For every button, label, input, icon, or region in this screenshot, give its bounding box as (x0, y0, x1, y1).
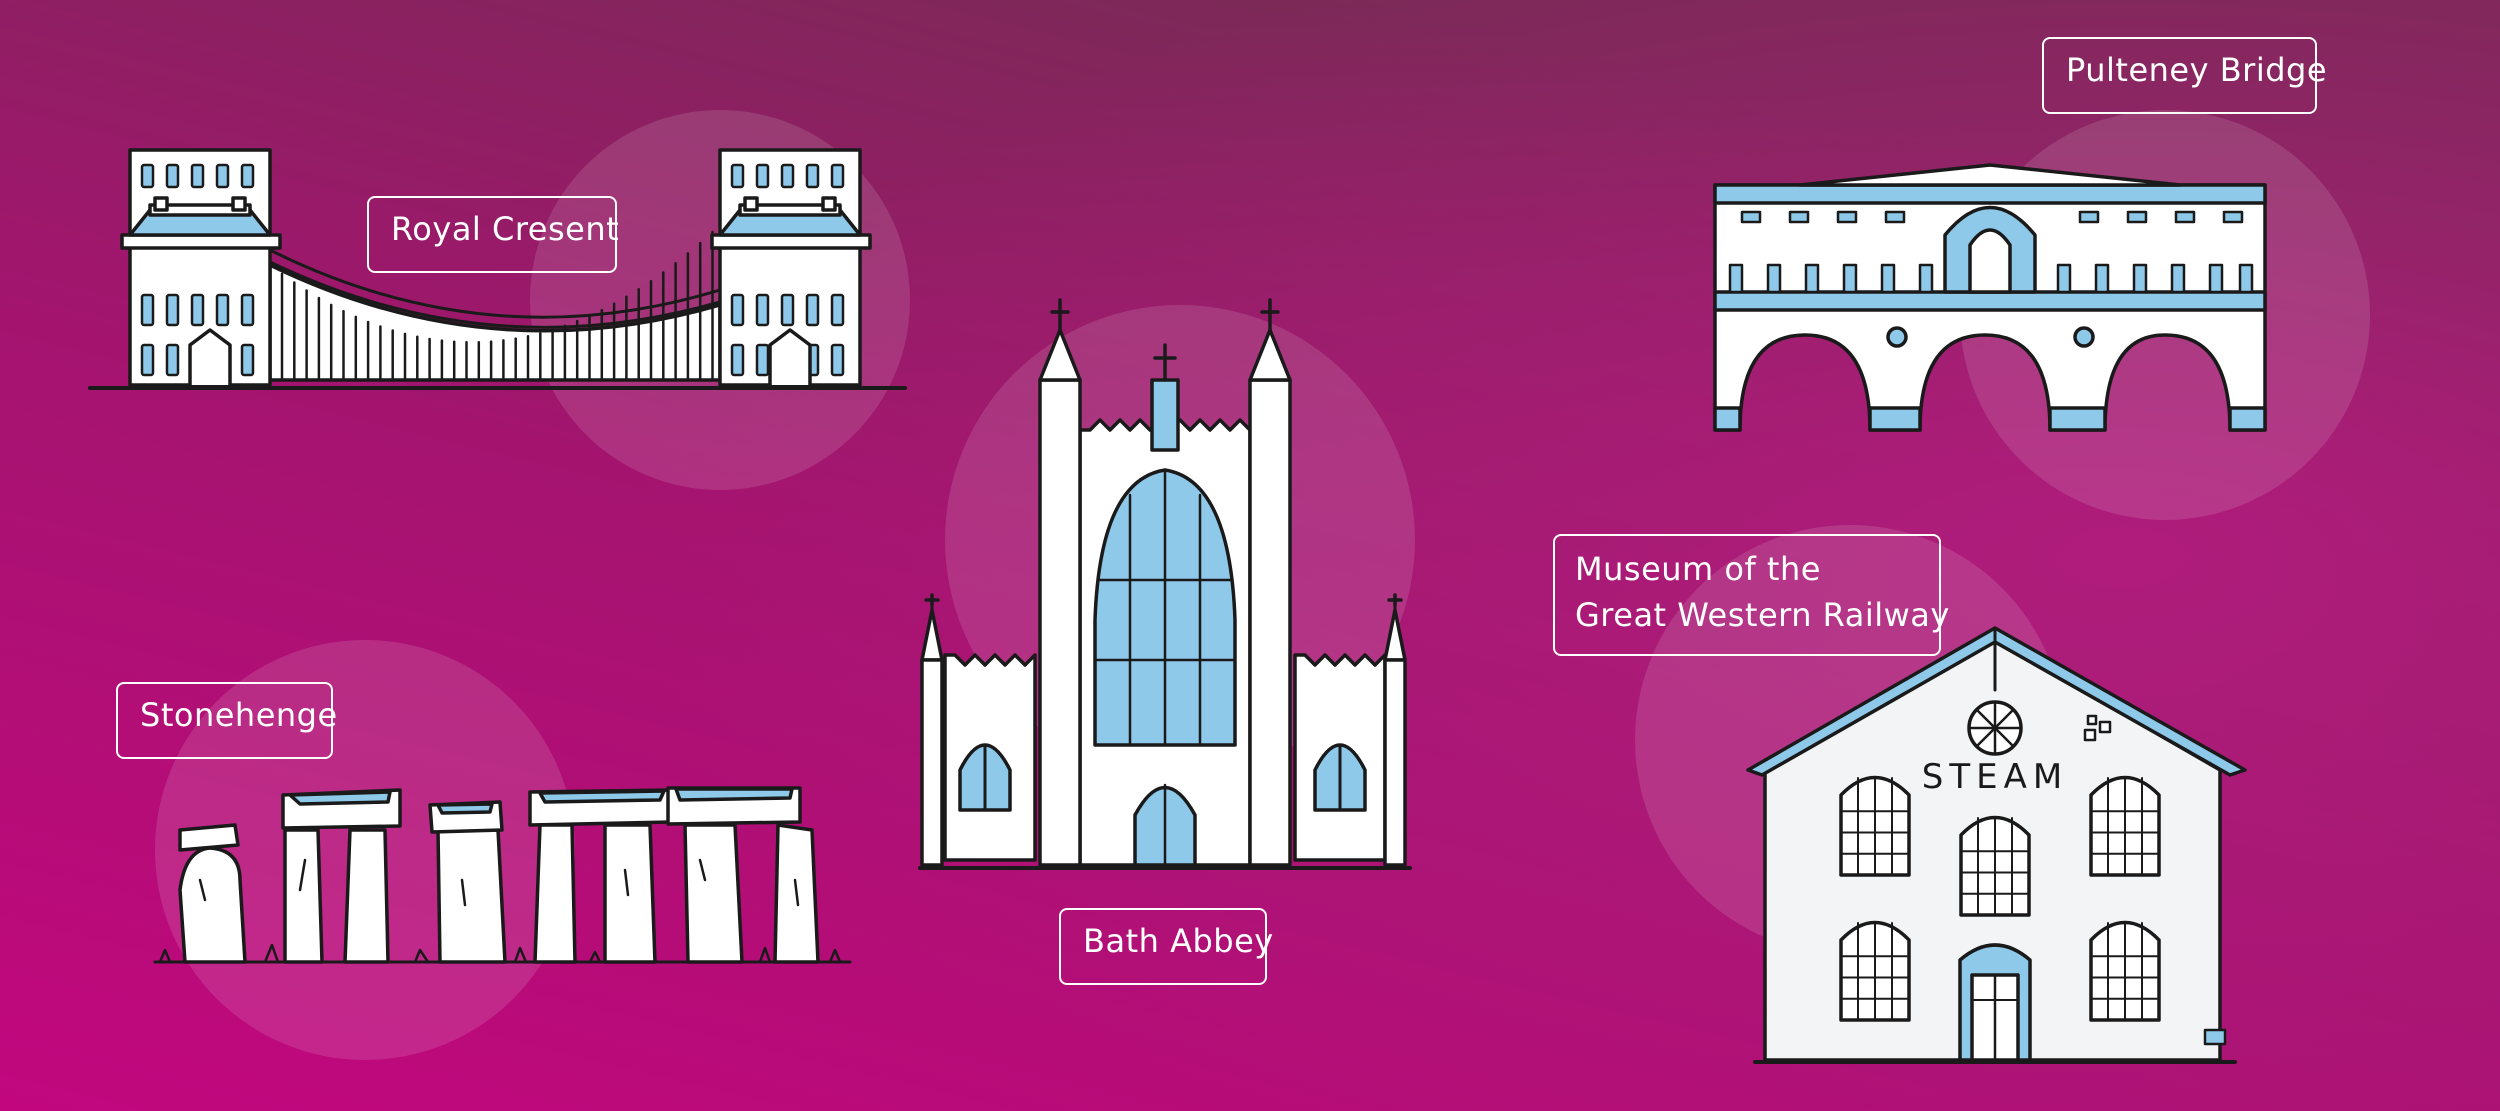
bath-abbey-label: Bath Abbey (1059, 908, 1274, 985)
bridge-window (1804, 263, 1820, 294)
wing-window (755, 343, 770, 377)
bridge-window (1842, 263, 1858, 294)
museum-label: Museum of the Great Western Railway (1553, 534, 1950, 656)
wing-window (730, 343, 745, 377)
museum-illustration: STEAM (1746, 626, 2247, 1064)
pulteney-bridge-label-text: Pulteney Bridge (2066, 51, 2328, 89)
wing-window (165, 343, 180, 377)
bridge-window (1788, 210, 1810, 224)
bridge-window (2208, 263, 2224, 294)
wing-window (830, 343, 845, 377)
wing-window (755, 293, 770, 327)
wing-window (240, 343, 255, 377)
wing-window (805, 163, 820, 189)
bridge-window (2170, 263, 2186, 294)
bridge-window (1884, 210, 1906, 224)
wing-window (140, 293, 155, 327)
bridge-window (2126, 210, 2148, 224)
bridge-window (1918, 263, 1934, 294)
bath-abbey-label-text: Bath Abbey (1083, 922, 1274, 960)
wing-window (140, 343, 155, 377)
wing-window (140, 163, 155, 189)
wing-window (730, 163, 745, 189)
bath-abbey-illustration (918, 298, 1412, 870)
museum-sign-text: STEAM (1922, 757, 2068, 797)
wing-window (830, 293, 845, 327)
wing-window (730, 293, 745, 327)
royal-crescent-label-text: Royal Cresent (391, 210, 620, 248)
pulteney-bridge-illustration (1713, 163, 2267, 432)
bridge-window (2132, 263, 2148, 294)
bridge-window (1740, 210, 1762, 224)
wing-window (215, 293, 230, 327)
wing-window (165, 163, 180, 189)
bridge-window (2056, 263, 2072, 294)
museum-label-line1: Museum of the (1575, 550, 1821, 588)
wing-window (215, 163, 230, 189)
bridge-window (1728, 263, 1744, 294)
bridge-window (1880, 263, 1896, 294)
wing-window (780, 163, 795, 189)
wing-window (805, 293, 820, 327)
wing-window (240, 293, 255, 327)
wing-window (830, 163, 845, 189)
stonehenge-label: Stonehenge (116, 682, 338, 759)
wing-window (190, 293, 205, 327)
wing-window (780, 293, 795, 327)
wing-window (165, 293, 180, 327)
bridge-window (2174, 210, 2196, 224)
royal-crescent-illustration (88, 148, 907, 390)
wing-window (240, 163, 255, 189)
pulteney-bridge-label: Pulteney Bridge (2042, 37, 2328, 114)
stonehenge-illustration (153, 786, 852, 964)
wing-window (190, 163, 205, 189)
wing-window (755, 163, 770, 189)
bridge-window (2238, 263, 2254, 294)
museum-label-line2: Great Western Railway (1575, 596, 1950, 634)
bridge-window (1766, 263, 1782, 294)
bridge-window (2222, 210, 2244, 224)
royal-crescent-label: Royal Cresent (367, 196, 620, 273)
bridge-window (1836, 210, 1858, 224)
stonehenge-label-text: Stonehenge (140, 696, 338, 734)
bridge-window (2078, 210, 2100, 224)
bridge-window (2094, 263, 2110, 294)
